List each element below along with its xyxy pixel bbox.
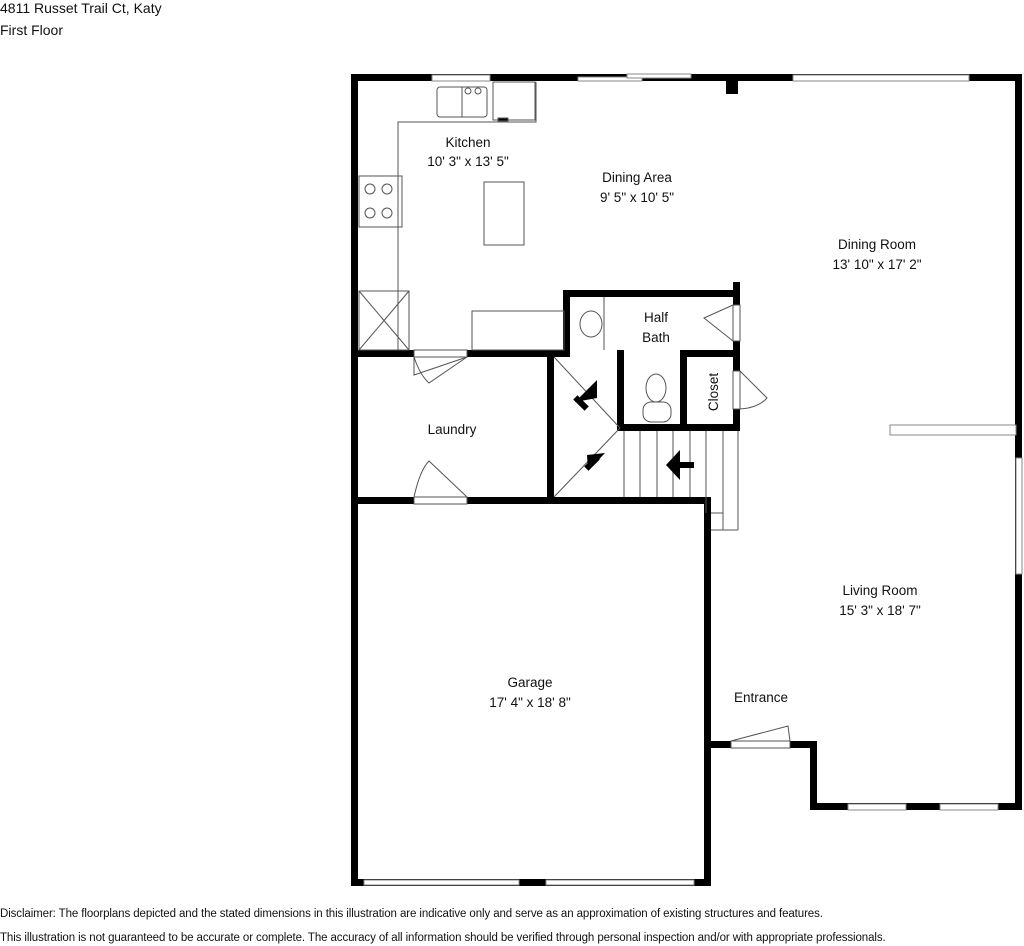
kitchen-fixtures xyxy=(358,81,565,351)
address-title: 4811 Russet Trail Ct, Katy xyxy=(0,0,162,16)
bath-fixtures xyxy=(579,297,672,423)
room-name-dining-room: Dining Room xyxy=(838,237,916,252)
room-dim-dining-room: 13' 10" x 17' 2" xyxy=(832,257,921,272)
room-name-half-bath-1: Half xyxy=(644,310,668,325)
stair-direction-arrows xyxy=(573,380,694,480)
doors xyxy=(413,304,791,749)
disclaimer-line-1: Disclaimer: The floorplans depicted and … xyxy=(0,908,823,920)
room-name-garage: Garage xyxy=(507,675,552,690)
room-dim-dining-area: 9' 5" x 10' 5" xyxy=(600,190,674,205)
room-name-closet: Closet xyxy=(706,373,721,412)
room-dim-kitchen: 10' 3" x 13' 5" xyxy=(427,154,509,169)
room-labels: Kitchen 10' 3" x 13' 5" Dining Area 9' 5… xyxy=(427,135,921,710)
disclaimer-line-2: This illustration is not guaranteed to b… xyxy=(0,932,886,944)
room-dim-garage: 17' 4" x 18' 8" xyxy=(489,695,571,710)
room-name-kitchen: Kitchen xyxy=(445,135,490,150)
walls xyxy=(351,74,1022,886)
room-dim-living-room: 15' 3" x 18' 7" xyxy=(839,603,921,618)
floor-label: First Floor xyxy=(0,22,63,38)
room-name-entrance: Entrance xyxy=(734,690,788,705)
room-name-half-bath-2: Bath xyxy=(642,330,670,345)
room-name-laundry: Laundry xyxy=(428,422,477,437)
windows xyxy=(363,73,1023,886)
room-name-dining-area: Dining Area xyxy=(602,170,672,185)
room-name-living-room: Living Room xyxy=(842,583,917,598)
